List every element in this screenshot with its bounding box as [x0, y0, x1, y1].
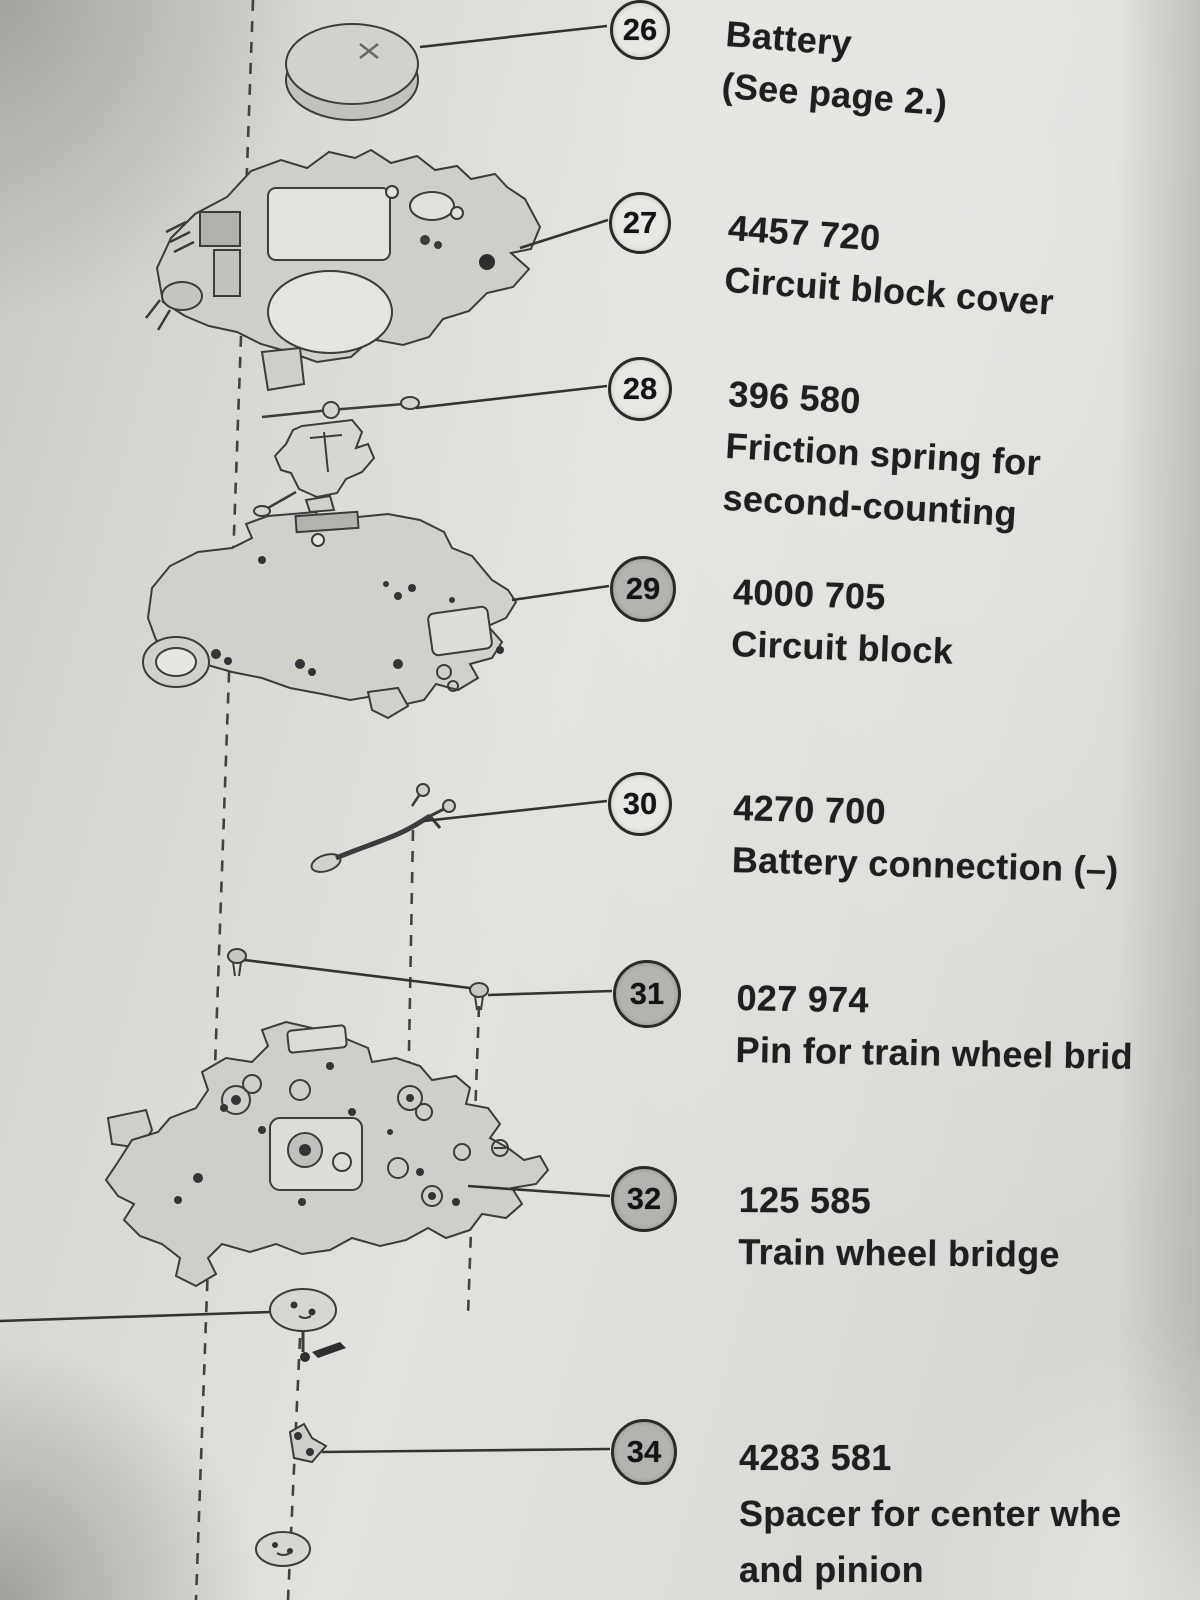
- train-wheel-bridge-pins-drawing: [227, 948, 489, 1011]
- center-wheel-spacer-parts-drawing: [255, 1288, 346, 1567]
- part-34-text: 4283 581 Spacer for center whe and pinio…: [739, 1430, 1121, 1598]
- leader-lines: [0, 24, 613, 1454]
- circuit-block-drawing: [142, 494, 518, 720]
- part-29-text: 4000 705 Circuit block: [730, 566, 955, 678]
- part-line: 027 974: [736, 976, 870, 1021]
- part-29-callout: 29: [610, 556, 676, 622]
- part-32-callout: 32: [611, 1166, 677, 1232]
- part-30-callout: 30: [608, 772, 672, 836]
- part-number: 30: [622, 786, 658, 821]
- battery-connection-drawing: [310, 783, 456, 873]
- part-number: 32: [626, 1181, 662, 1216]
- part-number: 28: [622, 371, 658, 406]
- part-number: 26: [622, 12, 658, 47]
- part-line: Circuit block: [730, 622, 954, 672]
- friction-spring-drawing: [253, 396, 420, 517]
- part-line: Train wheel bridge: [738, 1230, 1060, 1275]
- part-number: 29: [625, 571, 661, 606]
- circuit-block-cover-drawing: [145, 148, 542, 392]
- part-number: 34: [626, 1434, 662, 1469]
- part-line: 125 585: [738, 1178, 872, 1222]
- part-number: 31: [629, 976, 665, 1011]
- part-32-text: 125 585 Train wheel bridge: [738, 1174, 1060, 1281]
- part-line: Spacer for center whe: [739, 1493, 1122, 1534]
- part-34-callout: 34: [611, 1419, 677, 1485]
- part-line: 4283 581: [739, 1437, 892, 1478]
- part-line: 4000 705: [732, 570, 887, 618]
- part-30-text: 4270 700 Battery connection (–): [731, 782, 1120, 896]
- part-28-text: 396 580 Friction spring for second-count…: [721, 368, 1045, 541]
- part-line: Battery connection (–): [731, 838, 1120, 891]
- part-27-callout: 27: [609, 192, 671, 254]
- part-26-text: Battery (See page 2.): [720, 8, 953, 129]
- part-line: and pinion: [739, 1549, 924, 1590]
- part-number: 27: [622, 205, 658, 240]
- part-28-callout: 28: [608, 357, 672, 421]
- part-31-callout: 31: [613, 960, 681, 1028]
- battery-drawing: [285, 23, 419, 121]
- train-wheel-bridge-drawing: [104, 1020, 550, 1288]
- part-26-callout: 26: [610, 0, 670, 60]
- part-line: Pin for train wheel brid: [735, 1028, 1134, 1077]
- part-31-text: 027 974 Pin for train wheel brid: [735, 972, 1134, 1083]
